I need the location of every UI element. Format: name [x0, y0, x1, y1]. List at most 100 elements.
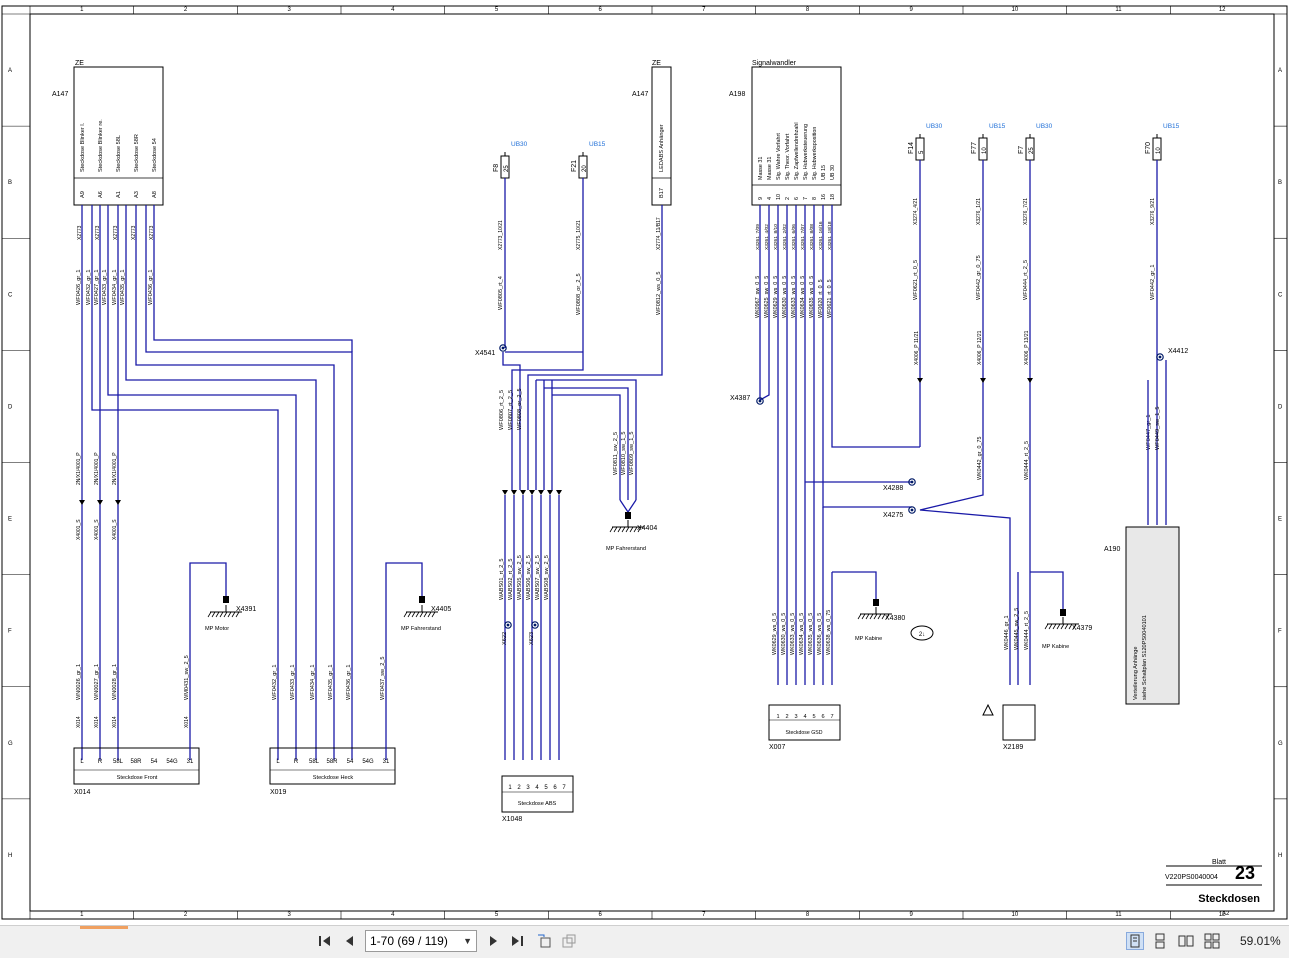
last-page-icon[interactable]: [508, 932, 526, 950]
rotate-back-icon[interactable]: [535, 932, 553, 950]
x014-mark: X014: [76, 716, 82, 728]
node-x4412: [1156, 353, 1164, 361]
signalwandler-pin: 6: [794, 197, 800, 200]
fuse-f70-supply: UB15: [1163, 123, 1180, 130]
fuse-f77-name: F77: [971, 142, 978, 154]
page-selector[interactable]: 1-70 (69 / 119) ▼: [365, 930, 477, 952]
ground-x4391-hatch: [235, 611, 240, 618]
ground-connector-x4404: [625, 512, 631, 519]
connector-icon: [115, 500, 121, 505]
ground-x4379-hatch: [1060, 623, 1065, 630]
wire-label: WK0442_gr_0_75: [977, 437, 983, 480]
socket-heck-pin: 54: [347, 759, 354, 765]
first-page-icon[interactable]: [316, 932, 334, 950]
page-border: [1, 5, 1288, 920]
socket-heck-wire-label: WF0434_gr_1: [310, 665, 316, 700]
column-marker-bottom-12: 12: [1219, 912, 1226, 918]
single-page-view-icon[interactable]: [1126, 932, 1144, 950]
column-marker-bottom-4: 4: [391, 912, 395, 918]
signalwandler-pin: 7: [803, 197, 809, 200]
abs-socket-wire-label: WABS02_rt_2_5: [508, 559, 514, 600]
column-marker-3: 3: [287, 7, 291, 13]
column-marker-7: 7: [702, 7, 706, 13]
ze-channel-label: Steckdose Blinker re.: [98, 119, 104, 172]
continuous-view-icon[interactable]: [1151, 932, 1169, 950]
signalwandler-pin: 4: [767, 197, 773, 200]
front-conn-label: 2N/X1/4001_P: [112, 452, 118, 485]
socket-front-wire-label: WM0431_sw_2_5: [184, 655, 190, 700]
ground-connector-x4405: [419, 596, 425, 603]
signalwandler-wire-label: WK0967_sw_0_5: [755, 276, 761, 318]
ground-x4404-hatch: [625, 526, 630, 533]
abs-connector-icon: [556, 490, 562, 495]
wire-heck-L: [91, 320, 279, 760]
wire-heck-31: [385, 562, 423, 760]
row-marker-D: D: [8, 404, 13, 410]
ze-wire-label: WF0432_gr_1: [86, 270, 92, 305]
ground-x4380-hatch: [857, 613, 862, 620]
abs-merge: [619, 499, 637, 514]
reference-circle-label: 2↓: [919, 632, 925, 638]
row-marker-right-F: F: [1278, 629, 1282, 635]
ze-pin-label: A8: [152, 191, 158, 198]
abs-connector-icon: [511, 490, 517, 495]
abs-group-label: WF0806_rt_2_5: [499, 390, 505, 430]
ground-x4379-hatch: [1072, 623, 1077, 630]
x014-mark: X014: [112, 716, 118, 728]
next-page-icon[interactable]: [484, 932, 502, 950]
titleblock-blatt: Blatt: [1212, 859, 1226, 866]
rotate-forward-icon[interactable]: [560, 932, 578, 950]
abs-connector-icon: [529, 490, 535, 495]
zoom-level[interactable]: 59.01%: [1240, 934, 1281, 948]
signalwandler-x: X3261_7/09: [755, 224, 761, 250]
previous-page-icon[interactable]: [341, 932, 359, 950]
chevron-down-icon: ▼: [463, 936, 472, 946]
ze-right-label: ZE: [652, 60, 661, 67]
ground-ref-x4404: X4404: [637, 525, 657, 532]
row-marker-right-D: D: [1278, 404, 1283, 410]
socket-abs-pin: 7: [562, 785, 566, 791]
socket-front-wire-label: WN0028_gr_1: [112, 664, 118, 700]
ground-connector-x4391: [223, 596, 229, 603]
socket-front-pin: 54G: [166, 759, 178, 765]
abs-group-label: WF0807_rt_2_5: [508, 390, 514, 430]
fuse-f8-supply: UB30: [511, 141, 528, 148]
ground-x4405-hatch: [403, 611, 408, 618]
signalwandler-pin: 9: [758, 197, 764, 200]
node-x4288-core: [910, 480, 914, 484]
signalwandler-title: Signalwandler: [752, 60, 797, 67]
two-page-continuous-icon[interactable]: [1203, 932, 1221, 950]
signalwandler-channel: Sig. Hubwerksteuerung: [803, 124, 809, 180]
signalwandler-channel: Masse 31: [767, 157, 773, 180]
node-x4541-label: X4541: [475, 350, 495, 357]
socket-gsd-pin: 4: [803, 714, 806, 720]
fuse-f7-wire-label: WF0444_rt_2_5: [1023, 260, 1029, 300]
ground-x4379-hatch: [1052, 623, 1057, 630]
socket-front-box: [73, 747, 200, 785]
connector-icon: [980, 378, 986, 383]
row-marker-right-B: B: [1278, 180, 1282, 186]
abs-wire-3: [527, 368, 663, 490]
ze-x-label: X2773: [95, 225, 101, 240]
titleblock-size: A2: [1222, 911, 1230, 917]
signalwandler-channel: UB 30: [830, 165, 836, 180]
ze-x-label: X2773: [113, 225, 119, 240]
socket-front-pin: 58R: [130, 759, 142, 765]
socket-gsd-pin: 6: [821, 714, 824, 720]
socket-front-pin: 58L: [113, 759, 124, 765]
fuse-f7-name: F7: [1018, 146, 1025, 154]
socket-gsd-pin: 1: [776, 714, 779, 720]
fuse-f70-value: 10: [1156, 147, 1162, 154]
ground-x4379-hatch: [1064, 623, 1069, 630]
row-marker-right-A: A: [1278, 68, 1282, 74]
column-marker-bottom-5: 5: [495, 912, 499, 918]
two-page-view-icon[interactable]: [1177, 932, 1195, 950]
ground-x4405-hatch: [415, 611, 420, 618]
ground-label-x4379: MP Kabine: [1042, 644, 1069, 650]
signalwandler-channel: Sig. Theor. Vorfahrt: [785, 133, 791, 180]
connector-icon: [79, 500, 85, 505]
gsd-wire-label: WK0638_ws_0_75: [826, 610, 832, 655]
signalwandler-x: X3261_2/02: [782, 224, 788, 250]
socket-x2189-box: [1002, 704, 1036, 741]
